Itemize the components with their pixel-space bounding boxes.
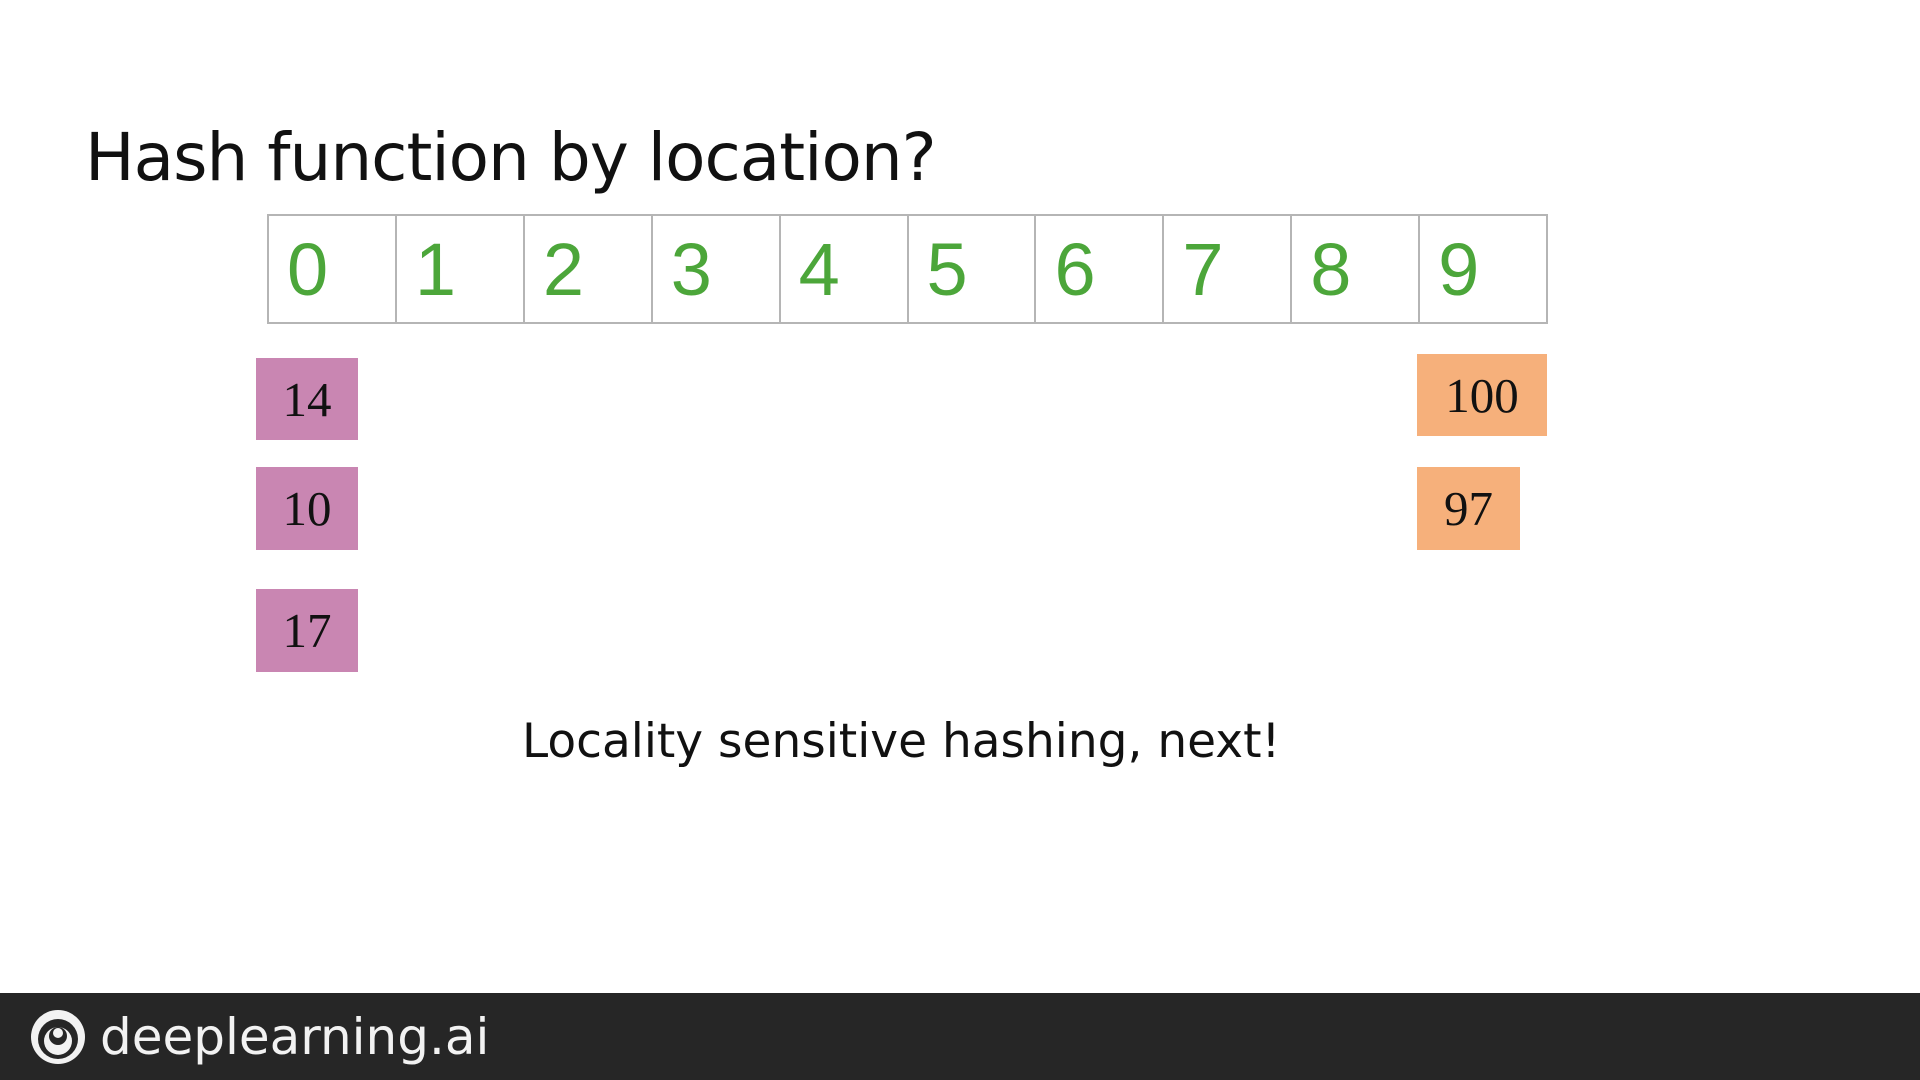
bucket-3: 3 [653,216,781,322]
bucket-5: 5 [909,216,1037,322]
footer-bar: deeplearning.ai [0,993,1920,1080]
bucket-0-item-1: 14 [256,358,358,440]
deeplearning-logo-icon [31,1009,85,1064]
bucket-9-item-1: 100 [1417,354,1547,436]
bucket-4: 4 [781,216,909,322]
hash-table-buckets: 0 1 2 3 4 5 6 7 8 9 [267,214,1548,324]
bucket-9: 9 [1438,227,1480,311]
bucket-2: 2 [525,216,653,322]
bucket-1: 1 [397,216,525,322]
subtitle-caption: Locality sensitive hashing, next! [522,714,1281,769]
bucket-9-item-2: 97 [1417,467,1520,550]
bucket-6: 6 [1036,216,1165,322]
bucket-0-item-2: 10 [256,467,358,550]
bucket-7: 7 [1164,216,1293,322]
bucket-0-item-3: 17 [256,589,358,672]
bucket-0: 0 [269,216,397,322]
brand-name: deeplearning.ai [100,1007,490,1066]
bucket-8: 8 [1292,216,1421,322]
slide-title: Hash function by location? [85,119,937,196]
